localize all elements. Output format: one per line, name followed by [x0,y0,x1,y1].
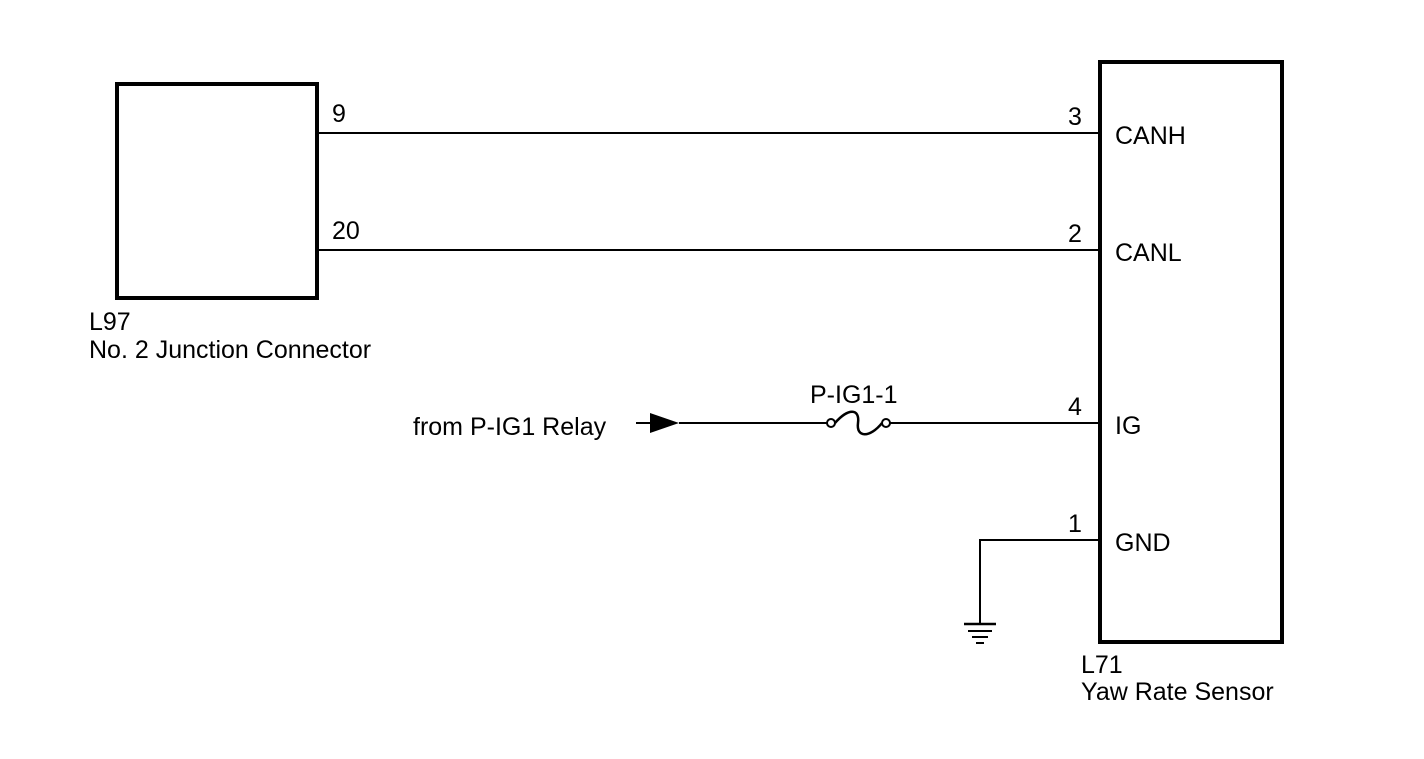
power-source-label: from P-IG1 Relay [413,413,607,441]
junction-connector-code: L97 [89,308,131,336]
fuse-label: P-IG1-1 [810,381,898,409]
gnd-wire [979,539,1100,624]
ground-icon [964,622,996,644]
sensor-pin-ig-signal: IG [1115,412,1141,440]
sensor-pin-ig-number: 4 [1068,393,1082,421]
sensor-pin-canl-number: 2 [1068,220,1082,248]
fuse-icon [826,410,891,436]
junction-connector-name: No. 2 Junction Connector [89,336,371,364]
sensor-pin-gnd-number: 1 [1068,510,1082,538]
yaw-rate-sensor-name: Yaw Rate Sensor [1081,678,1274,706]
yaw-rate-sensor-code: L71 [1081,651,1123,679]
junction-connector-box [115,82,319,300]
sensor-pin-canh-number: 3 [1068,103,1082,131]
sensor-pin-gnd-signal: GND [1115,529,1171,557]
yaw-rate-sensor-box [1098,60,1284,644]
junction-pin-canl-number: 20 [332,217,360,245]
relay-arrow-icon [650,413,679,433]
sensor-pin-canh-signal: CANH [1115,122,1186,150]
sensor-pin-canl-signal: CANL [1115,239,1182,267]
junction-pin-canh-number: 9 [332,100,346,128]
